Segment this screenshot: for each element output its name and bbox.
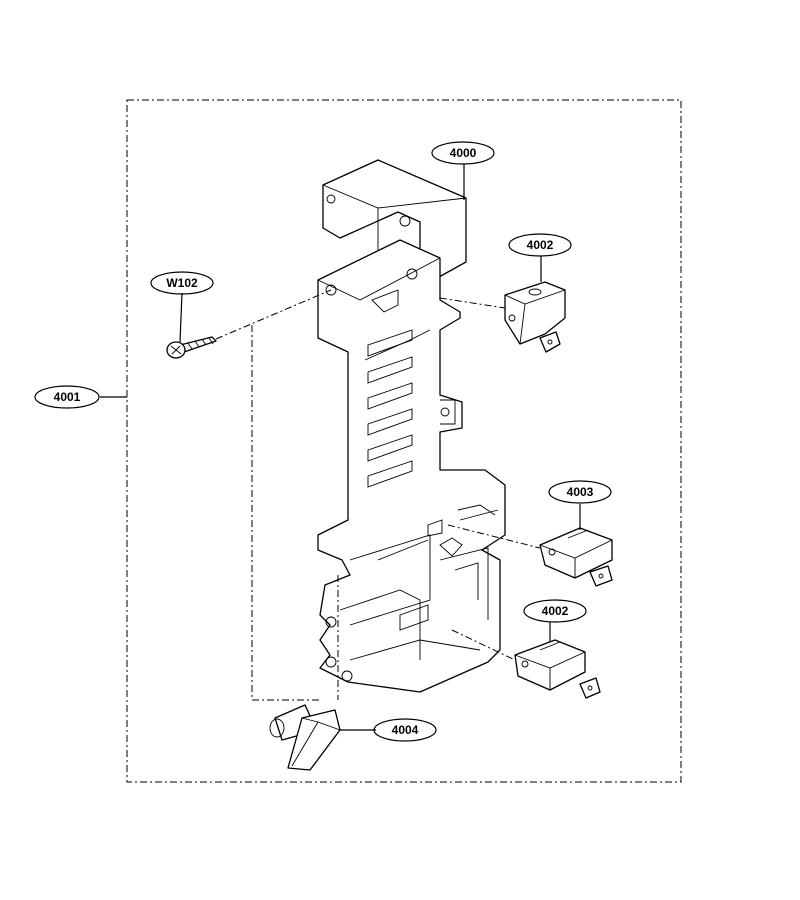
leader-lines [100, 164, 581, 731]
label-lever-text: 4004 [392, 723, 419, 737]
micro-switch-lower [514, 639, 601, 699]
label-screw-text: W102 [166, 276, 198, 290]
micro-switch-upper [504, 281, 566, 353]
label-switch-upper-text: 4002 [527, 238, 554, 252]
label-housing-text: 4000 [450, 146, 477, 160]
latch-lever [269, 704, 341, 771]
label-screw: W102 [150, 271, 214, 295]
label-housing: 4000 [431, 141, 495, 165]
label-switch-lower-text: 4002 [542, 604, 569, 618]
micro-switch-middle [539, 527, 613, 587]
label-switch-upper: 4002 [508, 233, 572, 257]
label-assembly-text: 4001 [54, 390, 81, 404]
label-switch-middle: 4003 [548, 480, 612, 504]
screw-icon [166, 336, 217, 359]
label-switch-lower: 4002 [523, 599, 587, 623]
assembly-guide-lines [215, 289, 541, 701]
assembly-boundary [126, 99, 682, 783]
label-switch-middle-text: 4003 [567, 485, 594, 499]
door-latch-housing [317, 159, 506, 693]
label-assembly: 4001 [34, 385, 100, 409]
label-lever: 4004 [373, 718, 437, 742]
